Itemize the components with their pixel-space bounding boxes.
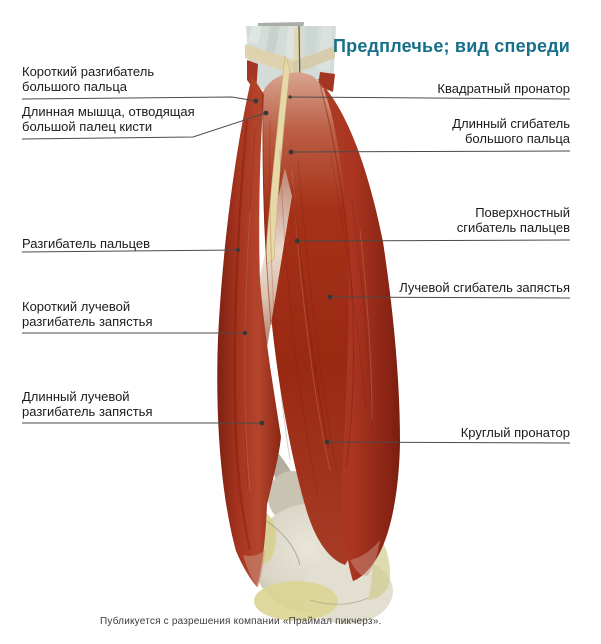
label-pronator-teres: Круглый пронатор bbox=[461, 425, 570, 440]
label-extensor-carpi-radialis-longus: Длинный лучевой разгибатель запястья bbox=[22, 389, 152, 419]
muscle-right-column bbox=[317, 79, 400, 581]
leader-dot bbox=[236, 248, 240, 252]
label-line: Круглый пронатор bbox=[460, 425, 570, 440]
leader-lines bbox=[21, 96, 571, 444]
page-title: Предплечье; вид спереди bbox=[333, 36, 571, 56]
credit-line: Публикуется с разрешения компании «Прайм… bbox=[100, 616, 382, 627]
label-flexor-carpi-radialis: Лучевой сгибатель запястья bbox=[399, 280, 570, 295]
label-line: большой палец кисти bbox=[22, 119, 153, 134]
leader-dot bbox=[263, 110, 269, 116]
label-extensor-digitorum: Разгибатель пальцев bbox=[22, 236, 150, 251]
label-extensor-pollicis-brevis: Короткий разгибатель большого пальца bbox=[22, 64, 154, 94]
leader-dots bbox=[236, 95, 333, 445]
leader-dot bbox=[288, 149, 294, 155]
label-flexor-pollicis-longus: Длинный сгибатель большого пальца bbox=[452, 116, 570, 146]
label-line: Поверхностный bbox=[475, 205, 570, 220]
leader-line bbox=[329, 296, 571, 299]
leader-dot bbox=[324, 439, 330, 445]
label-abductor-pollicis-longus: Длинная мышца, отводящая большой палец к… bbox=[22, 104, 195, 134]
label-line: сгибатель пальцев bbox=[456, 220, 570, 235]
label-extensor-carpi-radialis-brevis: Короткий лучевой разгибатель запястья bbox=[22, 299, 152, 329]
label-flexor-digitorum-superficialis: Поверхностный сгибатель пальцев bbox=[457, 205, 570, 235]
label-line: Длинный лучевой bbox=[22, 389, 130, 404]
muscle-left-extensor-column bbox=[217, 76, 281, 587]
leader-line bbox=[296, 239, 571, 242]
label-line: разгибатель запястья bbox=[22, 314, 153, 329]
muscle-fibre-streaks-dark bbox=[233, 119, 373, 506]
label-line: Короткий лучевой bbox=[22, 299, 131, 314]
leader-line bbox=[326, 441, 571, 444]
leader-dot bbox=[242, 330, 248, 336]
label-line: Длинная мышца, отводящая bbox=[22, 104, 195, 119]
muscle-bellies bbox=[217, 55, 400, 588]
leader-line bbox=[21, 249, 239, 253]
leader-dot bbox=[294, 238, 300, 244]
label-pronator-quadratus: Квадратный пронатор bbox=[437, 81, 570, 96]
muscle-fibre-streaks-light bbox=[244, 169, 373, 491]
leader-dot bbox=[253, 98, 259, 104]
leader-line bbox=[290, 150, 571, 153]
label-line: большого пальца bbox=[22, 79, 128, 94]
leader-dot bbox=[288, 95, 292, 99]
leader-dot bbox=[259, 420, 265, 426]
leader-line bbox=[21, 96, 257, 102]
label-line: Разгибатель пальцев bbox=[22, 236, 151, 251]
label-line: разгибатель запястья bbox=[22, 404, 153, 419]
leader-line bbox=[21, 112, 267, 140]
label-line: Лучевой сгибатель запястья bbox=[399, 280, 570, 295]
label-line: Длинный сгибатель bbox=[452, 116, 570, 131]
leader-dot bbox=[327, 294, 333, 300]
label-line: большого пальца bbox=[464, 131, 570, 146]
label-line: Короткий разгибатель bbox=[22, 64, 155, 79]
label-line: Квадратный пронатор bbox=[437, 81, 570, 96]
leader-line bbox=[289, 96, 571, 100]
